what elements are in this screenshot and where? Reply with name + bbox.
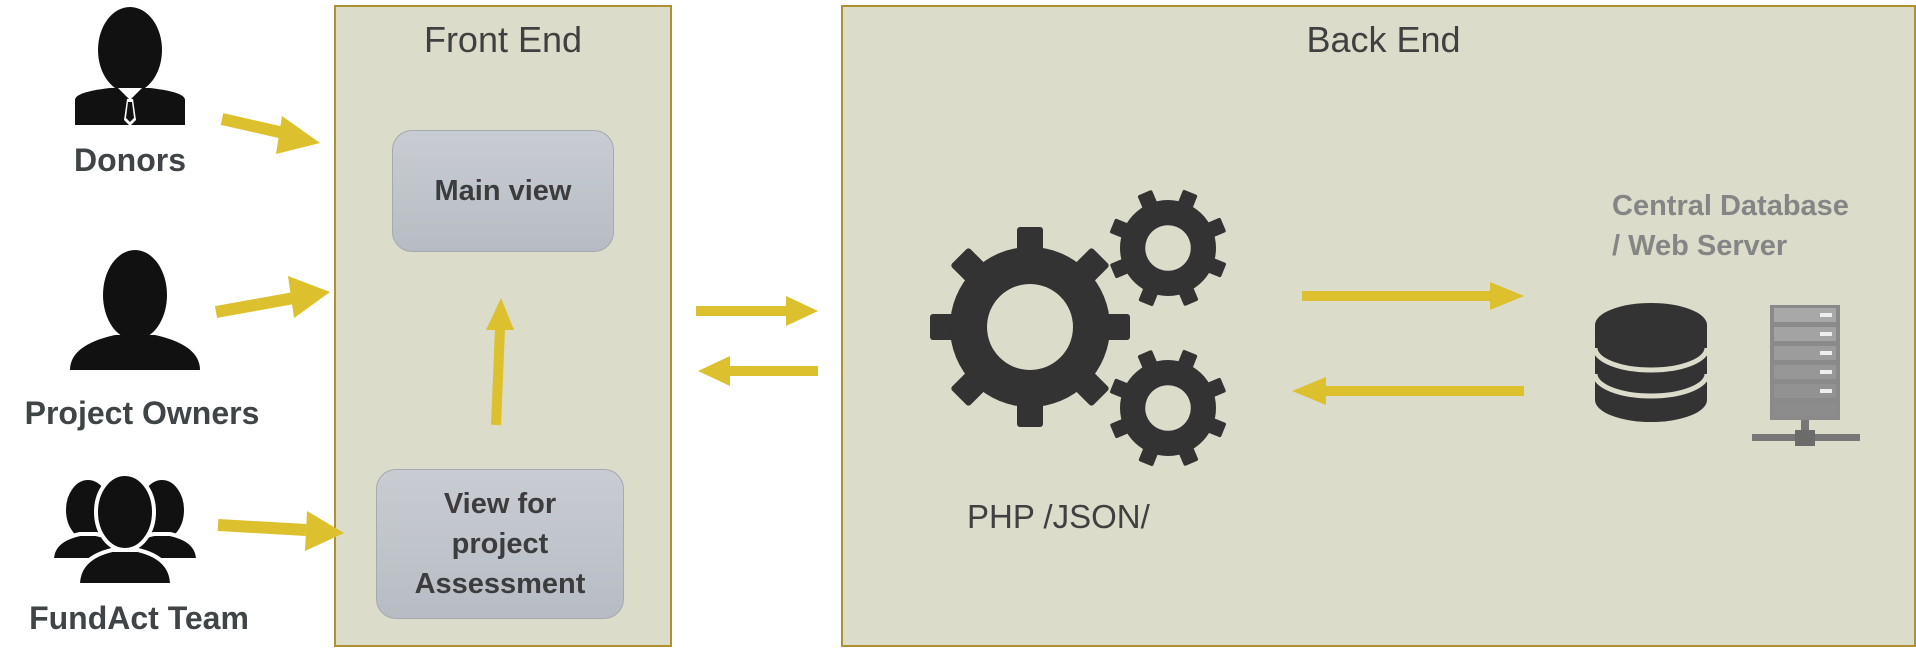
arrow-donors-to-front-end xyxy=(220,113,320,154)
assessment-view-box[interactable]: View for project Assessment xyxy=(376,469,624,619)
back-end-title: Back End xyxy=(1306,19,1461,60)
gears-icon xyxy=(930,169,1247,487)
project-owners-label: Project Owners xyxy=(24,395,260,431)
database-label: Central Database / Web Server xyxy=(1612,190,1849,262)
person-icon xyxy=(70,250,200,370)
arrow-front-to-back xyxy=(696,296,818,326)
arrow-database-to-php xyxy=(1292,377,1524,405)
arrow-fundact-team-to-front-end xyxy=(217,511,344,551)
arrow-project-owners-to-front-end xyxy=(214,276,330,318)
php-json-label: PHP /JSON/ xyxy=(967,498,1150,535)
donors-label: Donors xyxy=(74,142,186,178)
server-icon xyxy=(1752,305,1860,446)
arrow-php-to-database xyxy=(1302,282,1524,310)
database-icon xyxy=(1592,303,1710,422)
arrow-assessment-to-main-view xyxy=(486,298,514,426)
businessman-icon xyxy=(75,7,185,126)
fundact-team-label: FundAct Team xyxy=(29,600,249,636)
assessment-view-label: View for project Assessment xyxy=(414,488,586,600)
front-end-title: Front End xyxy=(423,19,583,60)
main-view-box[interactable]: Main view xyxy=(392,130,614,252)
arrow-back-to-front xyxy=(698,356,818,386)
main-view-label: Main view xyxy=(434,175,572,207)
group-icon xyxy=(49,472,201,587)
